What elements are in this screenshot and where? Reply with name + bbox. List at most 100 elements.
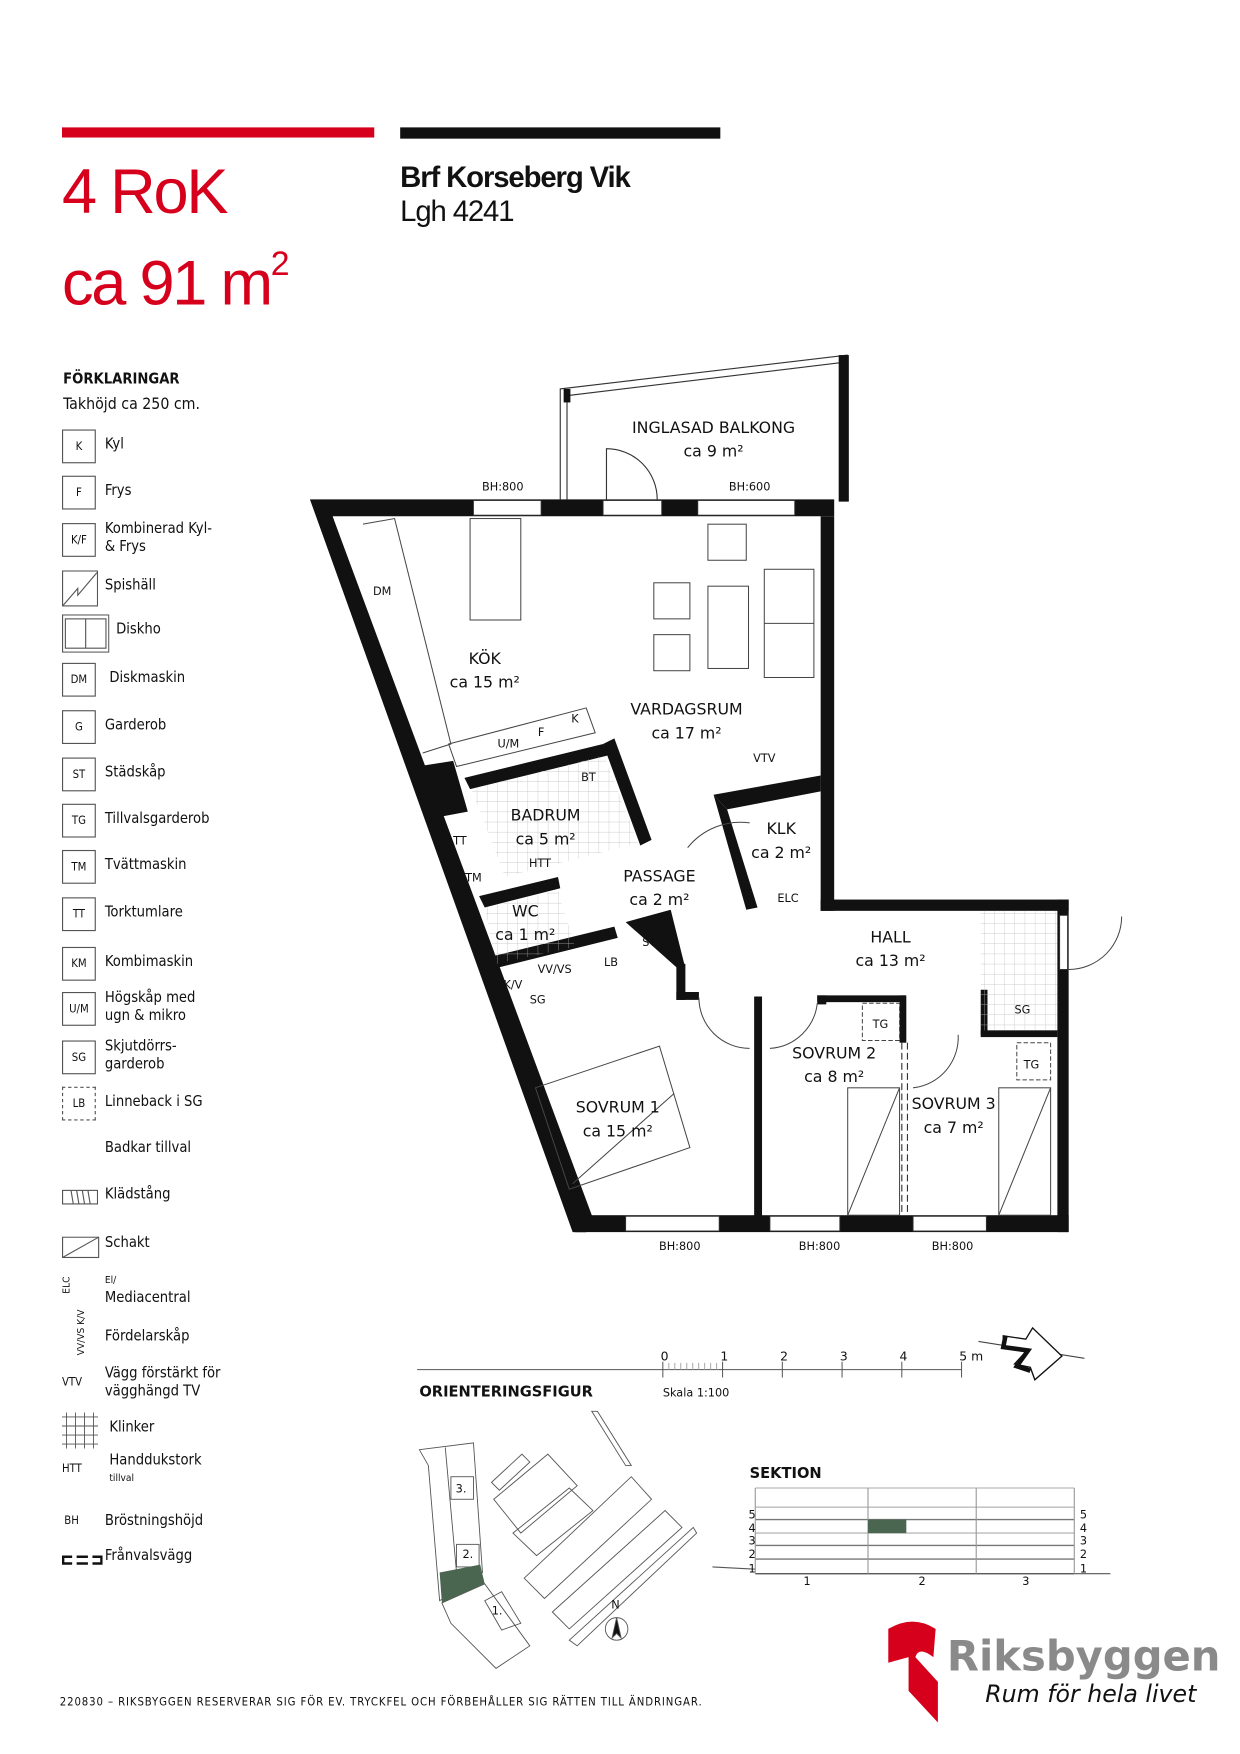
fixture-label: BT xyxy=(581,771,596,784)
legend-symbol: TM xyxy=(61,849,96,884)
floor-label-left: 5 xyxy=(749,1508,756,1521)
legend-label-line2: garderob xyxy=(104,1056,165,1074)
room-name: SOVRUM 3 xyxy=(912,1094,996,1113)
total-area: ca 91 m2 xyxy=(61,231,290,318)
legend-label: Badkar tillval xyxy=(104,1139,192,1157)
legend-symbol: SG xyxy=(61,1040,96,1075)
scale-tick-label: 1 xyxy=(720,1349,728,1364)
legend-label-line1: El/ xyxy=(104,1274,117,1287)
room-name: WC xyxy=(512,901,539,920)
shaft-icon xyxy=(61,1228,100,1264)
room-name: SOVRUM 1 xyxy=(576,1098,660,1117)
legend-label: El/Mediacentral xyxy=(105,1272,191,1308)
window-sill-height: BH:800 xyxy=(659,1240,700,1253)
north-arrow-icon xyxy=(978,1326,1085,1381)
room-name: SOVRUM 2 xyxy=(792,1044,876,1063)
legend-label-line2: & Frys xyxy=(104,538,146,556)
room-area: ca 1 m² xyxy=(495,925,555,944)
fixture-label: TG xyxy=(1023,1059,1040,1072)
fixture-label: LB xyxy=(604,956,618,969)
legend-label: Kombinerad Kyl-& Frys xyxy=(105,521,212,557)
legend-label-line2: vägghängd TV xyxy=(104,1383,201,1401)
logo-tagline: Rum för hela livet xyxy=(985,1680,1197,1708)
legend-symbol: G xyxy=(61,710,96,744)
legend-label: Klädstång xyxy=(104,1185,171,1203)
room-area: ca 7 m² xyxy=(924,1118,984,1137)
logo-name: Riksbyggen xyxy=(947,1632,1221,1681)
legend-label: Frånvalsvägg xyxy=(104,1547,193,1565)
fixture-label: SG xyxy=(1014,1003,1030,1016)
north-label: N xyxy=(611,1599,619,1612)
building-label-2: 2. xyxy=(462,1548,473,1561)
room-area: ca 8 m² xyxy=(804,1067,864,1086)
total-area-value: ca 91 m xyxy=(61,246,273,318)
fixture-label: U/M xyxy=(498,737,520,750)
legend-label: Torktumlare xyxy=(104,904,183,921)
legend-label: Klinker xyxy=(109,1419,155,1437)
stove-icon xyxy=(61,570,99,611)
floor-label-left: 3 xyxy=(749,1534,756,1547)
room-name: KLK xyxy=(766,819,796,838)
floor-label-right: 5 xyxy=(1080,1508,1087,1521)
legend-label-line1: Kombinerad Kyl- xyxy=(104,520,213,538)
legend-symbol: KM xyxy=(61,946,96,981)
legend-label: Schakt xyxy=(104,1234,150,1252)
legend-code: HTT xyxy=(61,1463,82,1476)
fixture-label: K/V xyxy=(503,979,522,992)
legend-code: BH xyxy=(64,1515,79,1528)
total-area-sup: 2 xyxy=(270,245,290,283)
legend-label-line2: Mediacentral xyxy=(104,1289,191,1307)
orientation-title: ORIENTERINGSFIGUR xyxy=(419,1384,593,1401)
window-sill-height: BH:800 xyxy=(799,1240,841,1253)
furniture xyxy=(362,517,1123,1216)
legend-label: Kyl xyxy=(104,436,124,454)
red-header-bar xyxy=(61,127,375,138)
legend-label: Garderob xyxy=(104,716,167,734)
fixture-label: K xyxy=(571,713,579,726)
stair-label: 1 xyxy=(804,1575,811,1588)
orientation-figure xyxy=(418,1410,698,1669)
project-name: Brf Korseberg Vik xyxy=(400,160,631,194)
fixture-label: ST xyxy=(642,936,656,949)
fixture-label: F xyxy=(538,726,544,739)
fixture-label: SG xyxy=(530,993,546,1006)
room-name: BADRUM xyxy=(511,806,581,825)
optional-wall-icon xyxy=(61,1541,103,1570)
legend-label-line1: Skjutdörrs- xyxy=(104,1038,177,1056)
floor-label-right: 3 xyxy=(1080,1534,1087,1547)
window-sill-height: BH:800 xyxy=(482,480,524,493)
legend-label: Tvättmaskin xyxy=(104,856,187,874)
fixture-label: VTV xyxy=(753,752,776,765)
fixture-label: HTT xyxy=(529,857,551,870)
legend-label-line1: Handdukstork xyxy=(109,1451,202,1469)
room-area: ca 9 m² xyxy=(684,442,744,461)
legend-symbol: LB xyxy=(61,1086,96,1121)
room-name: VARDAGSRUM xyxy=(630,700,742,719)
riksbyggen-logo: Riksbyggen Rum för hela livet xyxy=(888,1621,1221,1723)
room-area: ca 15 m² xyxy=(450,673,520,692)
legend-label: Skjutdörrs-garderob xyxy=(105,1038,177,1074)
legend-label: Fördelarskåp xyxy=(104,1327,190,1345)
legend-symbol: TG xyxy=(61,803,96,838)
legend-symbol: K/F xyxy=(61,523,96,557)
room-area: ca 2 m² xyxy=(629,890,689,909)
room-area: ca 17 m² xyxy=(651,723,721,742)
legend-label: Linneback i SG xyxy=(104,1093,203,1111)
sink-icon xyxy=(61,614,110,657)
floor-label-right: 1 xyxy=(1080,1563,1087,1576)
legend-label: Diskho xyxy=(116,621,161,639)
room-name: HALL xyxy=(870,927,910,946)
fixture-label: DM xyxy=(373,585,391,598)
stair-label: 2 xyxy=(919,1575,926,1588)
klinker-tiles xyxy=(471,755,1058,1031)
ground-line xyxy=(712,1566,756,1570)
section-title: SEKTION xyxy=(750,1465,822,1482)
ceiling-height: Takhöjd ca 250 cm. xyxy=(63,395,201,414)
